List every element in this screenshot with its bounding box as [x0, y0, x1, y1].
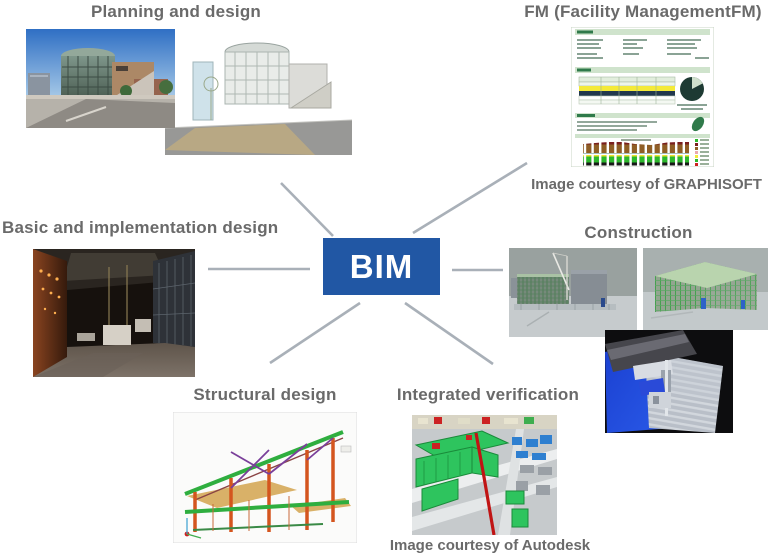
planning-title: Planning and design — [90, 2, 262, 21]
verification-model-image — [412, 415, 557, 535]
fm-report-image — [571, 27, 714, 167]
bim-label: BIM — [349, 247, 414, 285]
autodesk-credit-caption: Image courtesy of Autodesk — [389, 537, 591, 554]
verification-title: Integrated verification — [396, 385, 580, 404]
connector-structural — [269, 301, 361, 365]
planning-render-image — [165, 28, 352, 155]
connector-planning — [280, 182, 334, 237]
fm-title: FM (Facility ManagementFM) — [524, 2, 762, 21]
structural-title: Structural design — [193, 385, 337, 404]
basic-design-title: Basic and implementation design — [2, 218, 279, 237]
construction-title: Construction — [584, 223, 693, 242]
planning-photo-image — [26, 29, 175, 128]
bim-center-box: BIM — [323, 238, 440, 295]
facade-detail-image — [605, 330, 733, 433]
interior-render-image — [33, 249, 195, 377]
construction-site-image — [509, 248, 637, 337]
fm-credit-caption: Image courtesy of GRAPHISOFT — [531, 176, 762, 193]
connector-verification — [404, 301, 494, 366]
construction-building-image — [643, 248, 768, 330]
structural-model-image — [173, 412, 357, 543]
connector-fm — [412, 161, 528, 235]
